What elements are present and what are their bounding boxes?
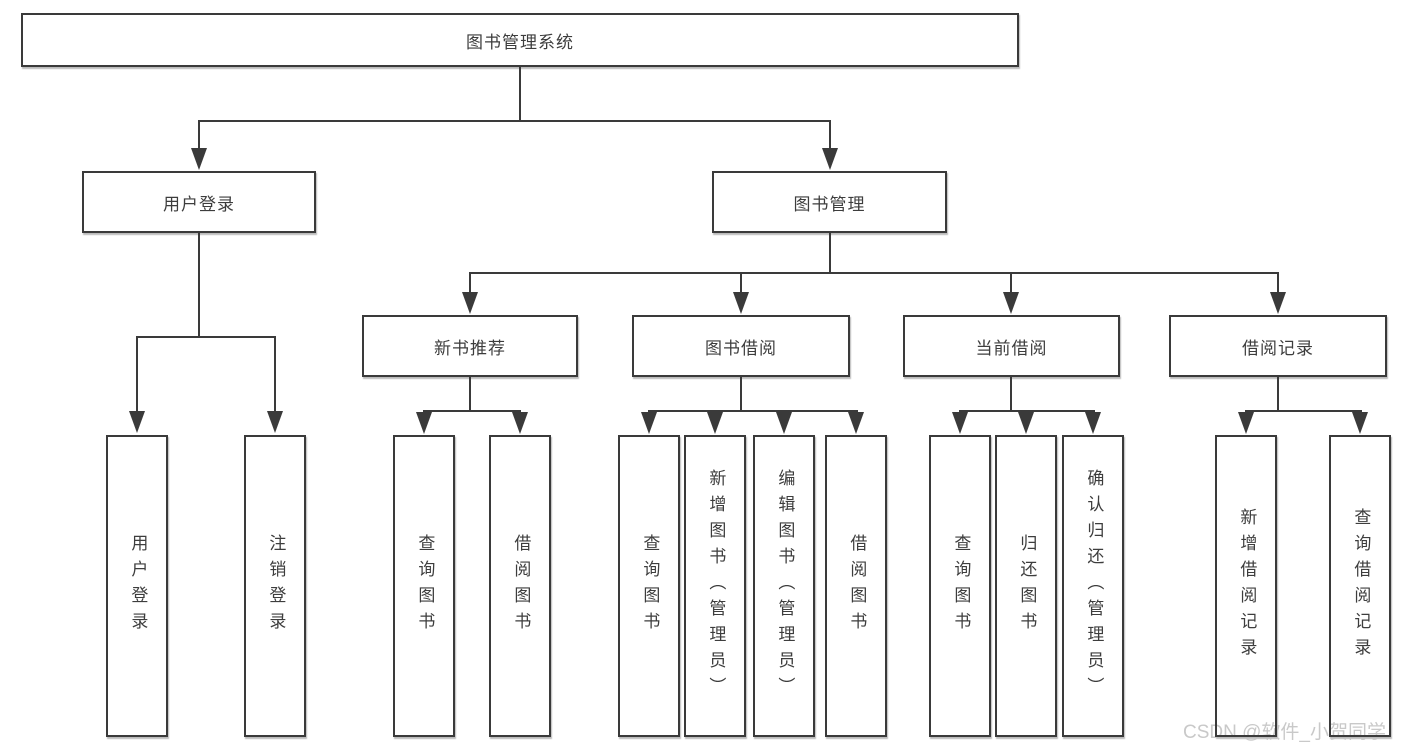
arrow-down-icon [733,292,749,314]
connector-line [198,120,200,150]
arrow-down-icon [1085,412,1101,434]
arrow-down-icon [129,411,145,433]
node-label: 新增借阅记录 [1237,508,1257,664]
connector-line [469,377,471,410]
arrow-down-icon [191,148,207,170]
connector-line [1010,377,1012,410]
connector-line [136,336,138,413]
node-label: 新书推荐 [434,338,506,358]
connector-line [519,67,521,120]
node-leaf-add-borrow-record: 新增借阅记录 [1215,435,1277,737]
node-label: 归还图书 [1017,534,1037,638]
csdn-watermark: CSDN @软件_小贺同学 [1183,722,1386,743]
arrow-down-icon [1238,412,1254,434]
arrow-down-icon [952,412,968,434]
connector-line [1277,377,1279,410]
connector-line [136,336,276,338]
arrow-down-icon [1270,292,1286,314]
connector-line [829,233,831,272]
node-borrowing-records: 借阅记录 [1169,315,1387,377]
connector-line [469,272,471,294]
node-leaf-confirm-return-admin: 确认归还（管理员） [1062,435,1124,737]
node-root-library-system: 图书管理系统 [21,13,1019,67]
node-leaf-query-books: 查询图书 [618,435,680,737]
connector-line [740,377,742,410]
connector-line [1010,272,1012,294]
connector-line [198,120,831,122]
node-leaf-return-books: 归还图书 [995,435,1057,737]
node-label: 图书管理系统 [466,32,574,52]
node-label: 图书管理 [793,194,866,214]
node-label: 图书借阅 [705,338,777,358]
arrow-down-icon [848,412,864,434]
arrow-down-icon [267,411,283,433]
node-book-borrowing: 图书借阅 [632,315,850,377]
node-label: 当前借阅 [975,338,1048,358]
node-current-borrowing: 当前借阅 [903,315,1120,377]
node-leaf-query-books: 查询图书 [929,435,991,737]
node-new-book-recommend: 新书推荐 [362,315,578,377]
node-leaf-borrow-books: 借阅图书 [825,435,887,737]
arrow-down-icon [822,148,838,170]
connector-line [274,336,276,413]
arrow-down-icon [1352,412,1368,434]
arrow-down-icon [512,412,528,434]
node-label: 查询图书 [951,534,971,638]
connector-line [959,410,1095,412]
node-leaf-edit-books-admin: 编辑图书（管理员） [753,435,815,737]
connector-line [829,120,831,150]
node-label: 借阅图书 [511,534,531,638]
node-label: 编辑图书（管理员） [775,469,795,703]
connector-line [423,410,521,412]
node-label: 注销登录 [266,534,286,638]
arrow-down-icon [416,412,432,434]
connector-line [1245,410,1362,412]
node-book-management: 图书管理 [712,171,947,233]
connector-line [198,233,200,336]
node-label: 新增图书（管理员） [706,469,726,703]
node-label: 查询图书 [415,534,435,638]
node-user-login: 用户登录 [82,171,316,233]
node-leaf-query-borrow-record: 查询借阅记录 [1329,435,1391,737]
node-label: 确认归还（管理员） [1084,469,1104,703]
connector-line [648,410,858,412]
arrow-down-icon [1003,292,1019,314]
node-leaf-query-books: 查询图书 [393,435,455,737]
connector-line [740,272,742,294]
node-label: 查询图书 [640,534,660,638]
connector-line [469,272,1279,274]
node-leaf-user-login: 用户登录 [106,435,168,737]
node-label: 用户登录 [128,534,148,638]
node-leaf-add-books-admin: 新增图书（管理员） [684,435,746,737]
node-leaf-logout: 注销登录 [244,435,306,737]
arrow-down-icon [1018,412,1034,434]
arrow-down-icon [462,292,478,314]
node-label: 借阅记录 [1242,338,1314,358]
connector-line [1277,272,1279,294]
arrow-down-icon [707,412,723,434]
arrow-down-icon [776,412,792,434]
node-label: 查询借阅记录 [1351,508,1371,664]
node-label: 借阅图书 [847,534,867,638]
arrow-down-icon [641,412,657,434]
node-leaf-borrow-books: 借阅图书 [489,435,551,737]
node-label: 用户登录 [163,194,235,214]
